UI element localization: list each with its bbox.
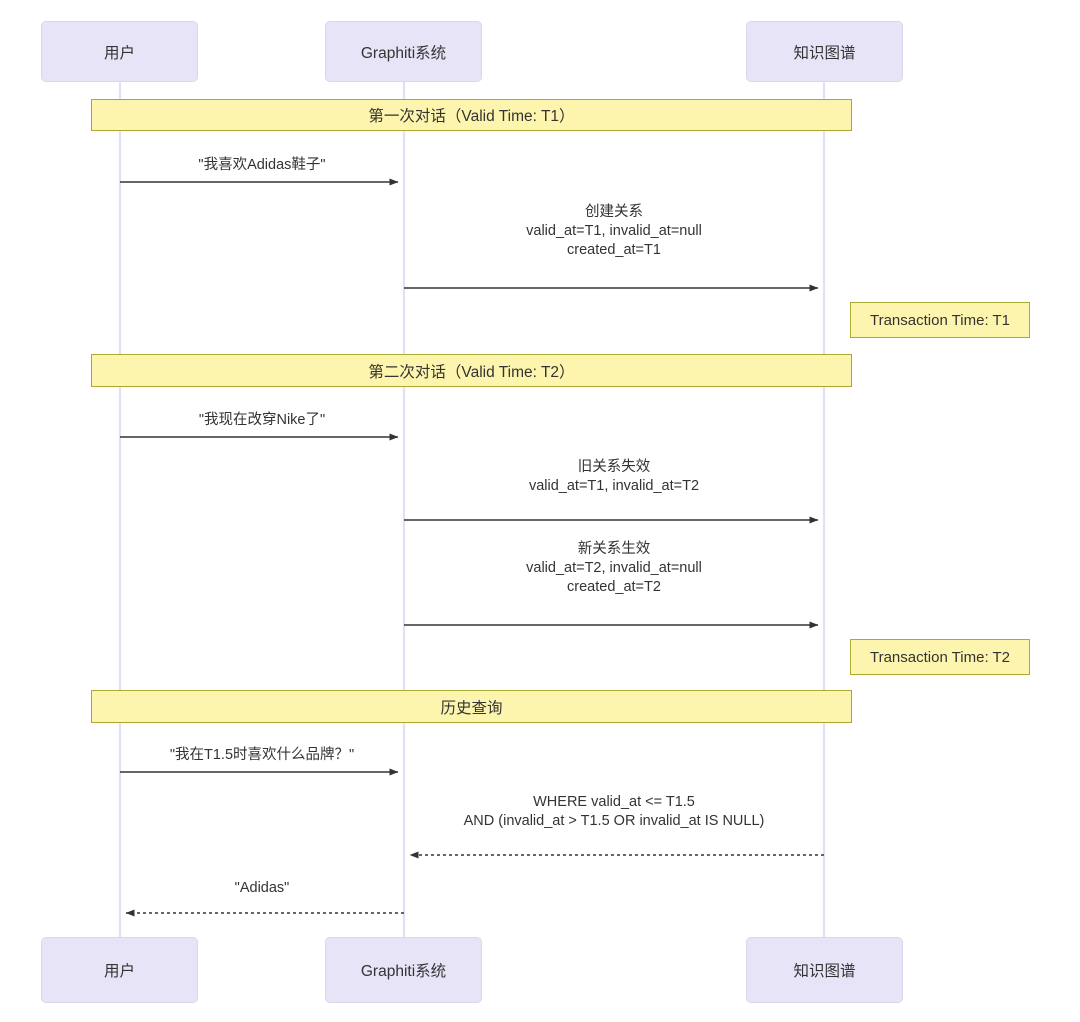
section-band-3: 历史查询: [91, 690, 852, 723]
message-label-msg-6: "我在T1.5时喜欢什么品牌？": [169, 747, 355, 763]
section-band-1: 第一次对话（Valid Time: T1）: [91, 99, 852, 131]
message-label-msg-8: "Adidas": [234, 880, 290, 896]
participant-user-top[interactable]: 用户: [41, 21, 198, 82]
note-label: Transaction Time: T2: [869, 648, 1011, 666]
message-label-msg-3: "我现在改穿Nike了": [198, 412, 326, 428]
message-arrows: [120, 178, 824, 917]
participant-label: 知识图谱: [793, 44, 856, 62]
participant-kg-top[interactable]: 知识图谱: [746, 21, 903, 82]
participant-label: 用户: [103, 44, 135, 62]
participant-label: 用户: [103, 963, 135, 980]
message-label-msg-7: WHERE valid_at <= T1.5 AND (invalid_at >…: [463, 794, 765, 830]
participant-graphiti-top[interactable]: Graphiti系统: [325, 21, 482, 82]
section-band-label: 第一次对话（Valid Time: T1）: [368, 108, 575, 125]
participant-user-bottom[interactable]: 用户: [41, 937, 198, 1003]
message-label-msg-5: 新关系生效 valid_at=T2, invalid_at=null creat…: [526, 541, 702, 596]
message-label-msg-4: 旧关系失效 valid_at=T1, invalid_at=T2: [528, 459, 700, 495]
participant-label: 知识图谱: [793, 963, 856, 980]
participant-label: Graphiti系统: [360, 44, 447, 62]
note-transaction-time-t1: Transaction Time: T1: [850, 302, 1030, 338]
message-label-msg-1: "我喜欢Adidas鞋子": [198, 157, 326, 173]
note-transaction-time-t2: Transaction Time: T2: [850, 639, 1030, 675]
section-band-label: 历史查询: [440, 699, 503, 717]
section-band-label: 第二次对话（Valid Time: T2）: [368, 363, 575, 381]
note-label: Transaction Time: T1: [869, 311, 1011, 329]
participant-graphiti-bottom[interactable]: Graphiti系统: [325, 937, 482, 1003]
section-band-2: 第二次对话（Valid Time: T2）: [91, 354, 852, 387]
participant-kg-bottom[interactable]: 知识图谱: [746, 937, 903, 1003]
lifelines: [118, 82, 826, 937]
message-label-msg-2: 创建关系 valid_at=T1, invalid_at=null create…: [526, 204, 702, 259]
participant-label: Graphiti系统: [360, 963, 447, 980]
